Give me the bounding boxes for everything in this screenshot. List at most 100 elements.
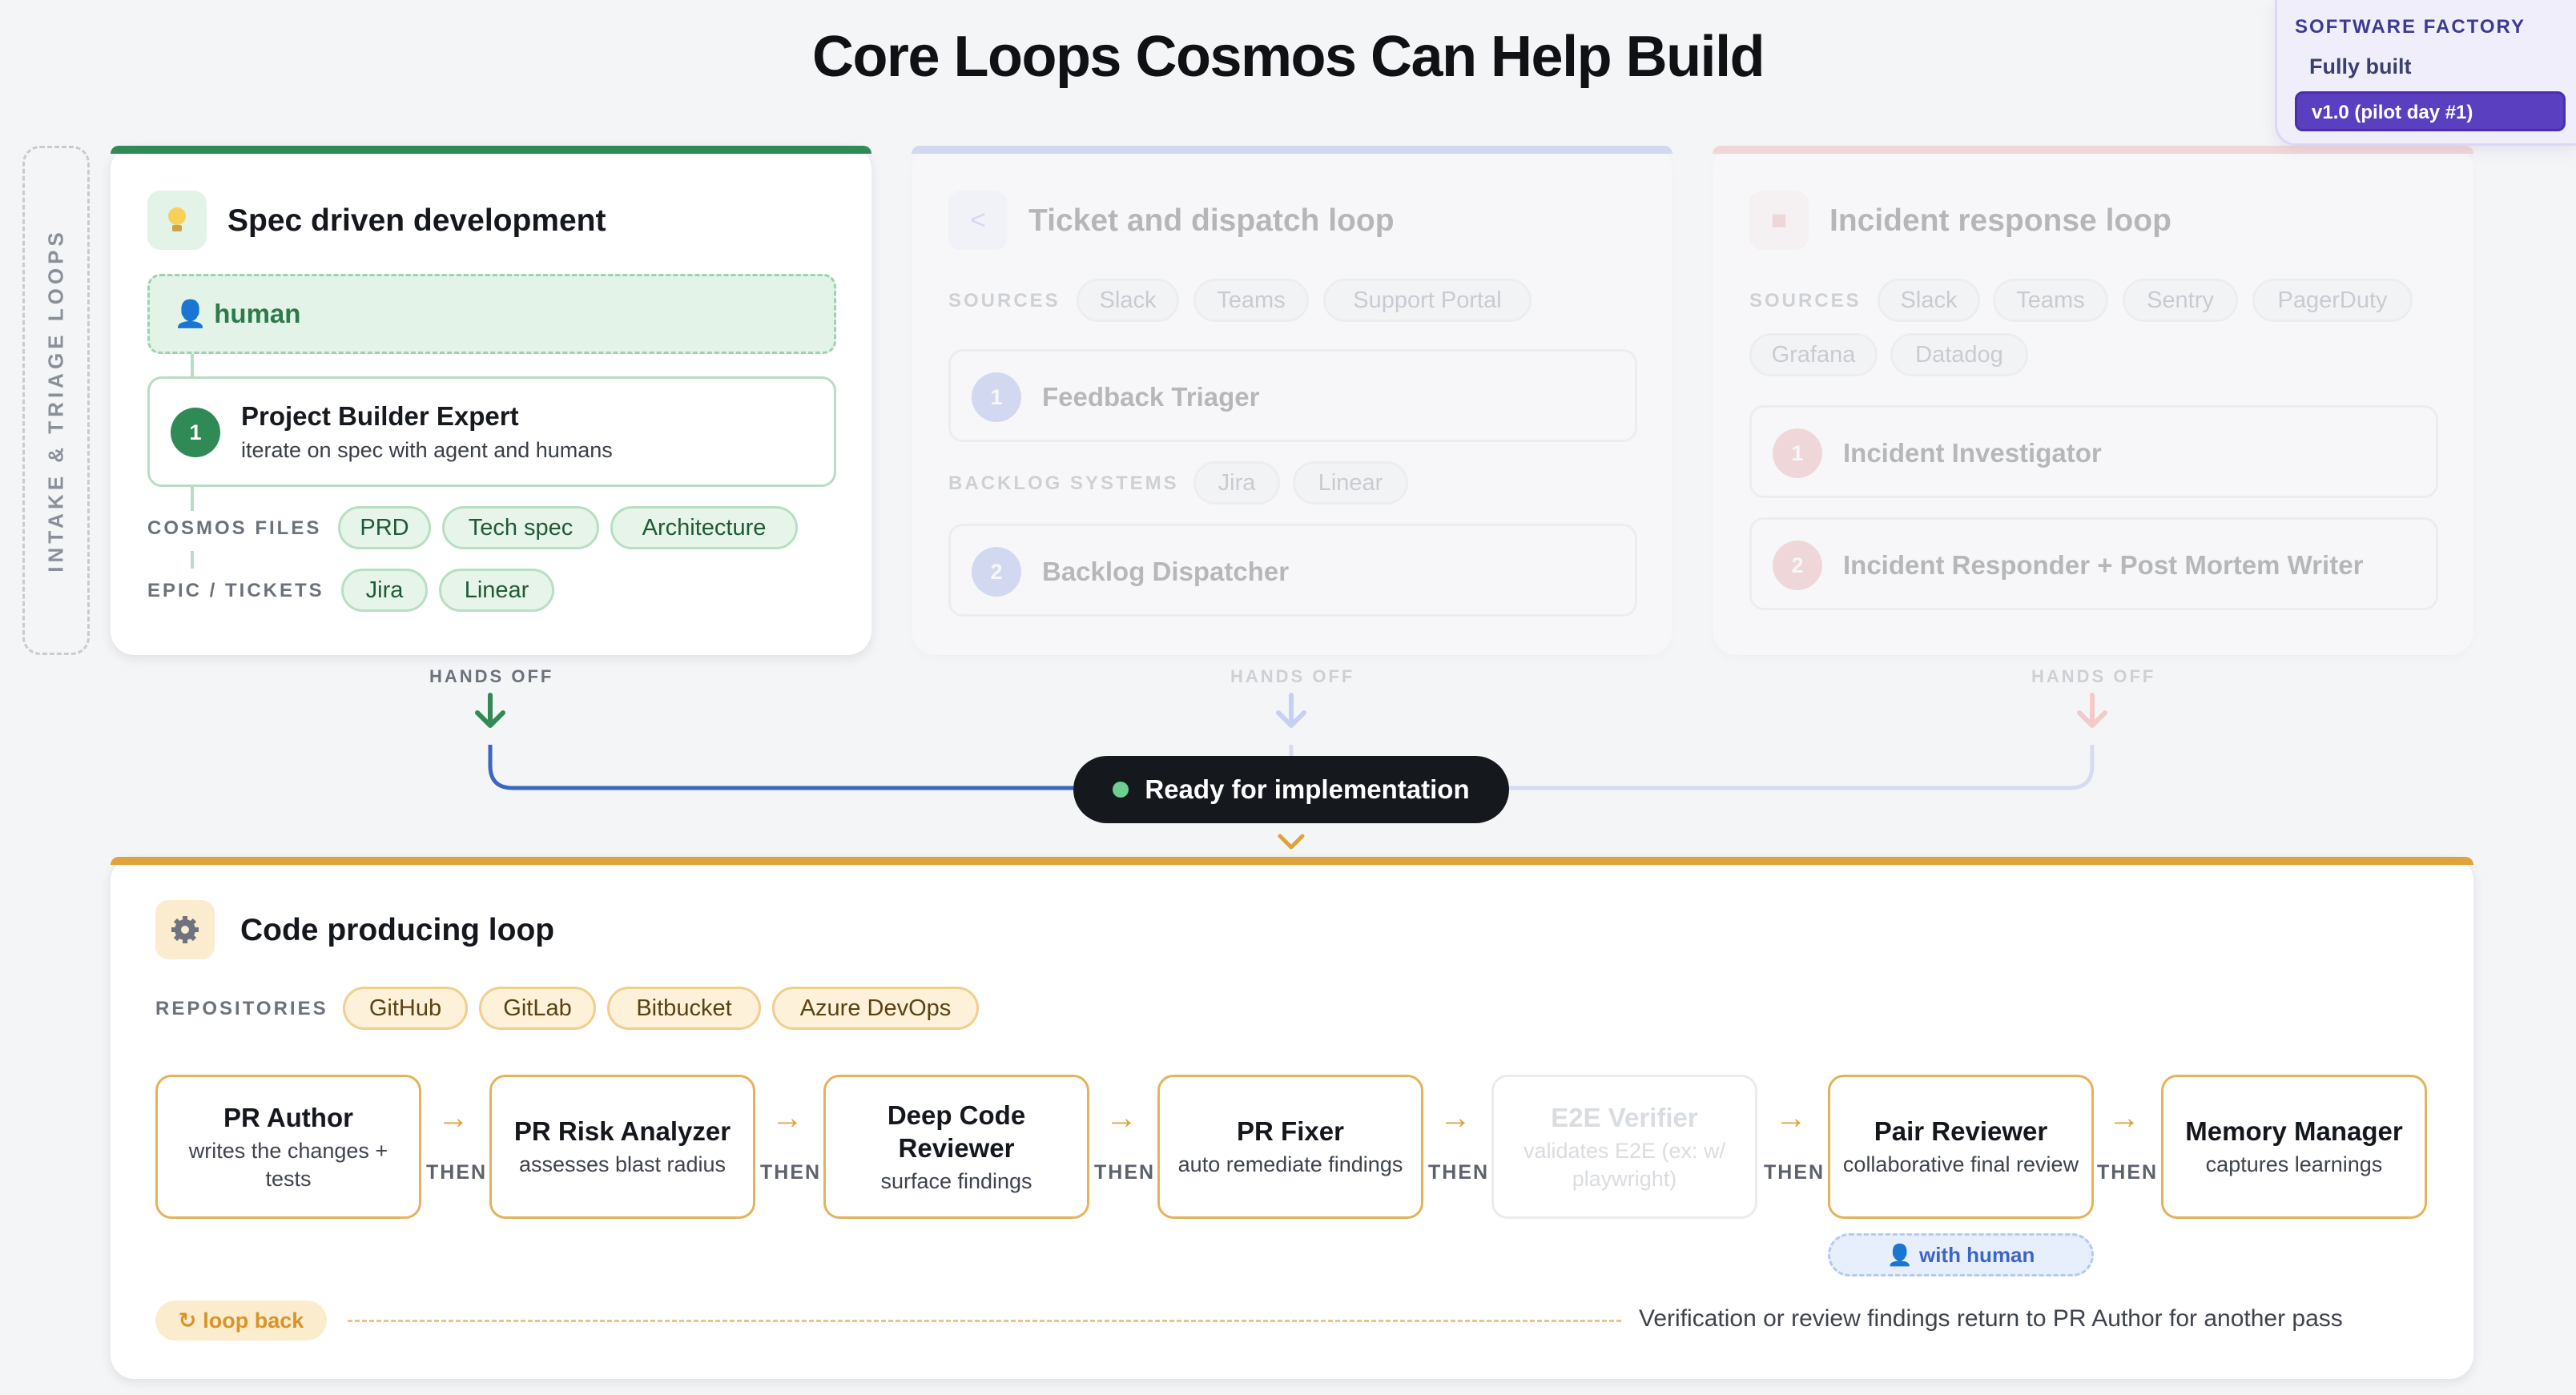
stage-pr-risk-analyzer[interactable]: PR Risk Analyzer assesses blast radius [489, 1075, 755, 1219]
stage-pair-reviewer[interactable]: Pair Reviewer collaborative final review [1828, 1075, 2094, 1219]
factory-status: Fully built [2309, 54, 2412, 78]
software-factory-panel: SOFTWARE FACTORY Fully built v1.0 (pilot… [2275, 0, 2576, 146]
incident-down-arrow [2077, 693, 2107, 728]
chip-azure-devops[interactable]: Azure DevOps [772, 987, 979, 1030]
cosmos-files-label: COSMOS FILES [147, 517, 322, 539]
spec-human-label: human [214, 299, 301, 328]
chip-bitbucket[interactable]: Bitbucket [607, 987, 761, 1030]
loop-back-dashed-line [348, 1320, 1621, 1322]
then-label: THEN [1094, 1161, 1156, 1184]
incident-card [1713, 146, 2473, 655]
ticket-step1-card[interactable]: 1 Feedback Triager [948, 349, 1637, 442]
person-icon: 👤 [1886, 1242, 1913, 1267]
then-label: THEN [1764, 1161, 1825, 1184]
then-arrow-icon: → [437, 1100, 469, 1136]
ticket-sources-label: SOURCES [948, 290, 1061, 312]
stage-title: PR Author [223, 1102, 353, 1132]
stage-subtitle: captures learnings [2205, 1152, 2383, 1176]
incident-step1-card[interactable]: 1 Incident Investigator [1749, 405, 2438, 498]
backlog-systems-label: BACKLOG SYSTEMS [948, 472, 1179, 494]
repositories-label: REPOSITORIES [155, 998, 328, 1019]
then-arrow-icon: → [1775, 1100, 1807, 1136]
chip-datadog[interactable]: Datadog [1890, 333, 2028, 376]
spec-hands-off-label: HANDS OFF [429, 666, 554, 686]
share-icon: < [948, 191, 1008, 250]
person-icon: 👤 [174, 299, 207, 328]
stage-pr-fixer[interactable]: PR Fixer auto remediate findings [1157, 1075, 1423, 1219]
code-title: Code producing loop [240, 913, 555, 947]
chip-teams[interactable]: Teams [1193, 279, 1309, 322]
stage-subtitle: writes the changes + tests [188, 1138, 388, 1191]
intake-triage-frame [22, 146, 90, 655]
step-number: 1 [1773, 428, 1822, 478]
stage-deep-code-reviewer[interactable]: Deep Code Reviewer surface findings [823, 1075, 1089, 1219]
stage-subtitle: surface findings [880, 1168, 1032, 1193]
step-number: 1 [972, 372, 1021, 422]
ticket-card [912, 146, 1672, 655]
chip-pagerduty[interactable]: PagerDuty [2252, 279, 2413, 322]
step-number: 1 [171, 408, 220, 457]
lightbulb-icon [147, 191, 207, 250]
chip-github[interactable]: GitHub [343, 987, 468, 1030]
stage-subtitle: validates E2E (ex: w/ playwright) [1523, 1138, 1726, 1191]
stage-title: E2E Verifier [1551, 1102, 1698, 1132]
with-human-badge: 👤 with human [1828, 1233, 2094, 1276]
chip-backlog-linear[interactable]: Linear [1293, 461, 1408, 505]
status-dot-icon [1113, 782, 1129, 798]
step-title: Incident Responder + Post Mortem Writer [1843, 550, 2364, 580]
stage-memory-manager[interactable]: Memory Manager captures learnings [2161, 1075, 2427, 1219]
stage-title: PR Risk Analyzer [513, 1116, 731, 1146]
epic-tickets-label: EPIC / TICKETS [147, 580, 324, 601]
ticket-card-accent [912, 146, 1672, 154]
spec-connector [191, 354, 194, 376]
chip-gitlab[interactable]: GitLab [479, 987, 596, 1030]
stage-e2e-verifier[interactable]: E2E Verifier validates E2E (ex: w/ playw… [1491, 1075, 1757, 1219]
spec-connector-path [488, 745, 1073, 790]
factory-version-button[interactable]: v1.0 (pilot day #1) [2295, 91, 2566, 131]
then-arrow-icon: → [2108, 1100, 2140, 1136]
spec-human-box: 👤 human [147, 274, 836, 354]
chip-jira[interactable]: Jira [341, 569, 428, 612]
stage-subtitle: auto remediate findings [1177, 1152, 1403, 1176]
chip-slack[interactable]: Slack [1878, 279, 1980, 322]
ready-down-chevron [1278, 834, 1305, 850]
ready-label: Ready for implementation [1145, 774, 1470, 804]
code-card-accent [111, 857, 2473, 865]
ticket-hands-off-label: HANDS OFF [1230, 666, 1355, 686]
alert-icon: ■ [1749, 191, 1809, 250]
chip-slack[interactable]: Slack [1077, 279, 1179, 322]
spec-title: Spec driven development [227, 203, 606, 238]
step-title: Backlog Dispatcher [1042, 557, 1290, 586]
stage-title: Memory Manager [2185, 1116, 2403, 1146]
chip-support-portal[interactable]: Support Portal [1323, 279, 1532, 322]
ready-for-implementation-pill[interactable]: Ready for implementation [1073, 756, 1509, 823]
stage-subtitle: collaborative final review [1842, 1152, 2079, 1176]
factory-title: SOFTWARE FACTORY [2295, 16, 2526, 38]
chip-tech-spec[interactable]: Tech spec [442, 506, 599, 549]
loop-back-note: Verification or review findings return t… [1639, 1305, 2343, 1332]
ticket-step2-card[interactable]: 2 Backlog Dispatcher [948, 524, 1637, 617]
then-arrow-icon: → [771, 1100, 803, 1136]
gear-icon [155, 900, 215, 959]
stage-title: Deep Code Reviewer [887, 1100, 1026, 1163]
chip-architecture[interactable]: Architecture [610, 506, 798, 549]
spec-card-accent [111, 146, 871, 154]
stage-pr-author[interactable]: PR Author writes the changes + tests [155, 1075, 421, 1219]
spec-step-card[interactable]: 1 Project Builder Expert iterate on spec… [147, 376, 836, 487]
step-number: 2 [972, 547, 1021, 597]
chip-linear[interactable]: Linear [439, 569, 554, 612]
spec-connector-2 [191, 487, 194, 511]
chip-prd[interactable]: PRD [338, 506, 431, 549]
chip-grafana[interactable]: Grafana [1749, 333, 1878, 376]
chip-teams[interactable]: Teams [1993, 279, 2108, 322]
with-human-label: with human [1918, 1242, 2035, 1267]
chip-sentry[interactable]: Sentry [2123, 279, 2238, 322]
loop-icon: ↻ [178, 1308, 197, 1333]
then-label: THEN [1428, 1161, 1490, 1184]
stage-title: PR Fixer [1237, 1116, 1344, 1146]
incident-step2-card[interactable]: 2 Incident Responder + Post Mortem Write… [1749, 517, 2438, 610]
ticket-title: Ticket and dispatch loop [1028, 203, 1395, 238]
spec-connector-3 [191, 551, 194, 569]
chip-backlog-jira[interactable]: Jira [1193, 461, 1280, 505]
